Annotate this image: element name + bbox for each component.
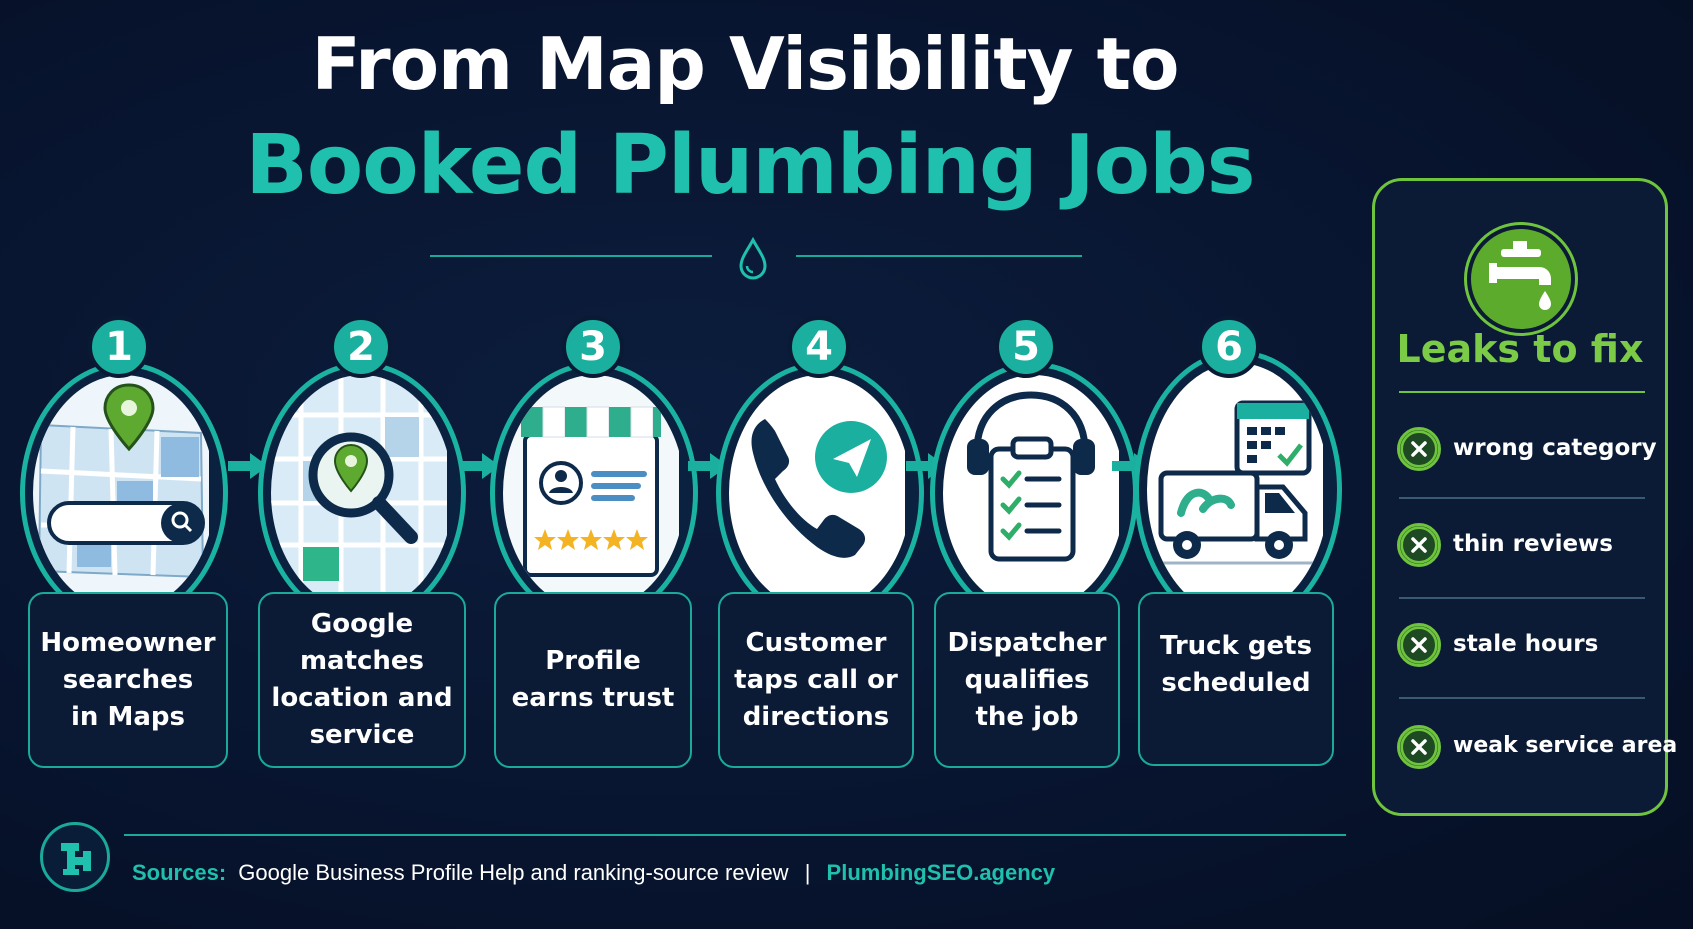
- leak-divider: [1399, 697, 1645, 699]
- x-circle-icon: [1397, 523, 1441, 567]
- step-6-number: 6: [1198, 316, 1260, 378]
- footer-sources: Sources: Google Business Profile Help an…: [132, 860, 1055, 886]
- step-6-card: Truck gets scheduled: [1138, 592, 1334, 766]
- sources-text: Google Business Profile Help and ranking…: [238, 860, 789, 885]
- headset-clipboard-icon: [943, 375, 1119, 605]
- x-circle-icon: [1397, 427, 1441, 471]
- faucet-icon: [1489, 241, 1551, 310]
- pipe-icon: [61, 843, 91, 875]
- leak-item: wrong category: [1397, 427, 1665, 473]
- title-line-2: Booked Plumbing Jobs: [245, 118, 1255, 213]
- title-divider-right: [796, 255, 1082, 257]
- storefront-profile-icon: [503, 375, 679, 605]
- step-1-line-3: in Maps: [71, 701, 185, 732]
- leak-item-label: stale hours: [1453, 631, 1599, 657]
- title-divider-left: [430, 255, 712, 257]
- step-2-card: Google matches location and service: [258, 592, 466, 768]
- sources-label: Sources:: [132, 860, 227, 885]
- step-5-line-1: Dispatcher: [947, 627, 1107, 658]
- step-3-line-2: earns trust: [511, 683, 675, 713]
- step-2-line-1: Google: [310, 609, 414, 639]
- step-1-card: Homeowner searches in Maps: [28, 592, 228, 768]
- step-1-line-1: Homeowner: [40, 627, 216, 658]
- step-3-circle: [490, 362, 698, 624]
- step-3-line-1: Profile: [545, 646, 641, 676]
- leak-item: stale hours: [1397, 623, 1665, 669]
- footer-separator: |: [804, 860, 811, 885]
- step-2-line-3: location and: [271, 683, 453, 713]
- x-circle-icon: [1397, 725, 1441, 769]
- step-2-line-4: service: [309, 720, 415, 750]
- faucet-icon-badge: [1467, 225, 1575, 333]
- step-2-circle: [258, 362, 466, 624]
- step-1-number: 1: [88, 316, 150, 378]
- arrow-right-icon: [228, 453, 268, 479]
- step-4-circle: [716, 362, 924, 624]
- leak-item: thin reviews: [1397, 523, 1665, 569]
- step-4-line-2: taps call or: [734, 664, 898, 695]
- footer-divider: [124, 834, 1346, 836]
- arrow-right-icon: [460, 453, 500, 479]
- leak-divider: [1399, 497, 1645, 499]
- title-line-1: From Map Visibility to: [311, 22, 1179, 106]
- step-4-number: 4: [788, 316, 850, 378]
- step-2-line-2: matches: [299, 646, 425, 676]
- step-4-card: Customer taps call or directions: [718, 592, 914, 768]
- step-6-line-2: scheduled: [1161, 668, 1311, 698]
- step-4-line-3: directions: [742, 701, 890, 732]
- pipe-logo-icon: [40, 822, 110, 892]
- leak-item-label: wrong category: [1453, 435, 1657, 461]
- leak-item: weak service area: [1397, 725, 1677, 771]
- x-circle-icon: [1397, 623, 1441, 667]
- leaks-panel: Leaks to fix wrong category thin reviews…: [1372, 178, 1677, 816]
- step-3-card: Profile earns trust: [494, 592, 692, 768]
- step-5-line-3: the job: [975, 701, 1079, 732]
- leak-item-label: weak service area: [1453, 733, 1678, 758]
- step-3-number: 3: [562, 316, 624, 378]
- leaks-title-divider: [1399, 391, 1645, 393]
- step-6-circle: [1134, 350, 1342, 630]
- phone-navigation-icon: [729, 375, 905, 605]
- leak-divider: [1399, 597, 1645, 599]
- water-drop-icon: [739, 237, 767, 280]
- step-4-line-1: Customer: [745, 627, 887, 658]
- leaks-title: Leaks to fix: [1396, 327, 1644, 371]
- step-5-card: Dispatcher qualifies the job: [934, 592, 1120, 768]
- leak-item-label: thin reviews: [1453, 531, 1613, 557]
- magnifier-pin-icon: [271, 375, 447, 605]
- step-2-number: 2: [330, 316, 392, 378]
- step-1-line-2: searches: [62, 664, 194, 695]
- map-search-icon: [33, 375, 209, 605]
- site-link[interactable]: PlumbingSEO.agency: [826, 860, 1056, 885]
- step-5-line-2: qualifies: [964, 664, 1090, 695]
- truck-calendar-icon: [1147, 363, 1323, 611]
- step-1-circle: [20, 362, 228, 624]
- step-5-number: 5: [995, 316, 1057, 378]
- step-6-line-1: Truck gets: [1159, 631, 1313, 661]
- step-5-circle: [930, 362, 1138, 624]
